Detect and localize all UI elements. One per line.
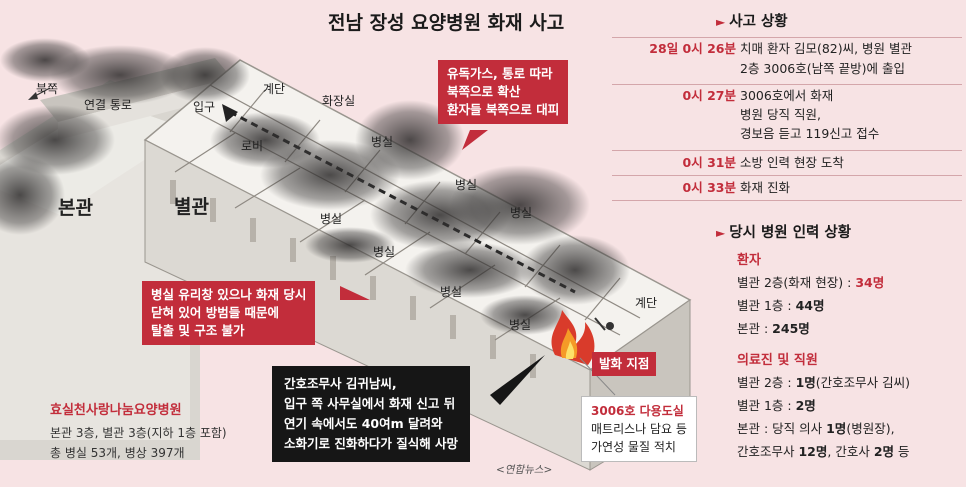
stat-value: 1명 — [826, 421, 847, 436]
window-callout-line: 탈출 및 구조 불가 — [151, 323, 245, 338]
fire-point-label: 발화 지점 — [592, 352, 657, 376]
timeline-desc: 병원 당직 직원, — [740, 107, 821, 122]
nurse-callout-line: 입구 쪽 사무실에서 화재 신고 뒤 — [284, 396, 456, 411]
medical-stat: 간호조무사 12명, 간호사 2명 등 — [737, 441, 910, 460]
timeline-time: 0시 31분 — [682, 155, 736, 170]
timeline-desc: 소방 인력 현장 도착 — [740, 155, 844, 170]
gas-callout-line: 환자들 북쪽으로 대피 — [447, 102, 560, 117]
stairs-right-label: 계단 — [635, 296, 658, 310]
source-credit: <연합뉴스> — [496, 464, 553, 476]
ward-label: 병실 — [320, 212, 343, 226]
patients-stat: 별관 2층(화재 현장) : 34명 — [737, 272, 884, 291]
hospital-name: 효실천사랑나눔요양병원 — [50, 403, 182, 418]
timeline-row: 0시 27분 3006호에서 화재 병원 당직 직원, 경보음 듣고 119신고… — [612, 87, 962, 147]
timeline-row: 28일 0시 26분 치매 환자 김모(82)씨, 병원 별관 2층 3006호… — [612, 40, 962, 80]
stat-label: 별관 1층 : — [737, 398, 796, 413]
ward-label: 병실 — [440, 285, 463, 299]
gas-callout-line: 유독가스, 통로 따라 — [447, 66, 553, 81]
stat-value: 2명 — [873, 444, 895, 459]
ward-label: 병실 — [373, 245, 396, 259]
lobby-label: 로비 — [241, 139, 264, 153]
timeline-row: 0시 31분 소방 인력 현장 도착 — [612, 154, 962, 174]
divider — [612, 84, 962, 85]
stat-label: 별관 2층 : — [737, 375, 796, 390]
chevron-right-icon: ► — [716, 226, 726, 240]
nurse-callout-line: 간호조무사 김귀남씨, — [284, 376, 397, 391]
room-3006-line: 가연성 물질 적치 — [591, 440, 676, 454]
divider — [612, 200, 962, 201]
window-callout: 병실 유리창 있으나 화재 당시 닫혀 있어 방범들 때문에 탈출 및 구조 불… — [142, 281, 316, 345]
window-callout-line: 병실 유리창 있으나 화재 당시 — [151, 287, 307, 302]
timeline-time: 28일 0시 26분 — [649, 41, 736, 56]
patients-stat: 별관 1층 : 44명 — [737, 295, 825, 314]
medical-stat: 별관 2층 : 1명(간호조무사 김씨) — [737, 372, 910, 391]
divider — [612, 37, 962, 38]
timeline-desc: 치매 환자 김모(82)씨, 병원 별관 — [740, 41, 913, 56]
gas-callout: 유독가스, 통로 따라 북쪽으로 확산 환자들 북쪽으로 대피 — [438, 60, 569, 124]
staffing-heading: ►당시 병원 인력 상황 — [716, 221, 851, 242]
timeline-desc: 3006호에서 화재 — [740, 88, 834, 103]
nurse-callout-line: 연기 속에서도 40여m 달려와 — [284, 416, 443, 431]
stat-value: 1명 — [795, 375, 816, 390]
divider — [612, 175, 962, 176]
medical-stat: 본관 : 당직 의사 1명(병원장), — [737, 418, 895, 437]
hospital-info-line: 총 병실 53개, 병상 397개 — [50, 446, 185, 460]
stat-value: 12명 — [798, 444, 828, 459]
timeline-heading: ►사고 상황 — [716, 10, 788, 31]
medical-stat: 별관 1층 : 2명 — [737, 395, 816, 414]
stat-value: 245명 — [772, 321, 810, 336]
hospital-info-line: 본관 3층, 별관 3층(지하 1층 포함) — [50, 426, 227, 440]
restroom-label: 화장실 — [322, 94, 356, 108]
patients-stat: 본관 : 245명 — [737, 318, 810, 337]
gas-callout-line: 북쪽으로 확산 — [447, 84, 521, 99]
stat-label: 본관 : 당직 의사 — [737, 421, 827, 436]
room-3006-callout: 3006호 다용도실 매트리스나 담요 등 가연성 물질 적치 — [581, 396, 697, 462]
patients-heading: 환자 — [737, 253, 761, 268]
stat-suffix: (간호조무사 김씨) — [815, 375, 911, 390]
page-title: 전남 장성 요양병원 화재 사고 — [328, 12, 565, 34]
timeline-desc: 화재 진화 — [740, 180, 790, 195]
room-3006-line: 매트리스나 담요 등 — [591, 422, 687, 436]
medical-heading: 의료진 및 직원 — [737, 353, 818, 368]
ward-label: 병실 — [371, 135, 394, 149]
timeline-row: 0시 33분 화재 진화 — [612, 179, 962, 199]
ward-label: 병실 — [455, 178, 478, 192]
annex-building-label: 별관 — [174, 196, 209, 218]
fire-icon — [551, 310, 614, 365]
stairs-top-label: 계단 — [263, 82, 286, 96]
main-building-label: 본관 — [58, 197, 93, 219]
staffing-heading-text: 당시 병원 인력 상황 — [729, 225, 852, 241]
stat-value: 44명 — [795, 298, 825, 313]
stat-suffix: (병원장), — [846, 421, 895, 436]
ward-label: 병실 — [509, 318, 532, 332]
stat-label: 별관 1층 : — [737, 298, 796, 313]
stat-label: 별관 2층(화재 현장) : — [737, 275, 856, 290]
entrance-label: 입구 — [193, 100, 216, 114]
timeline-desc: 경보음 듣고 119신고 접수 — [740, 126, 880, 141]
stat-label: 간호조무사 — [737, 444, 799, 459]
north-label: 북쪽 — [36, 82, 59, 96]
nurse-callout-line: 소화기로 진화하다가 질식해 사망 — [284, 436, 459, 451]
stat-suffix: , 간호사 — [827, 444, 874, 459]
room-3006-title: 3006호 다용도실 — [591, 404, 684, 418]
stat-label: 본관 : — [737, 321, 773, 336]
stat-value: 2명 — [795, 398, 816, 413]
ward-label: 병실 — [510, 206, 533, 220]
timeline-heading-text: 사고 상황 — [729, 14, 788, 30]
window-callout-line: 닫혀 있어 방범들 때문에 — [151, 305, 280, 320]
timeline-desc: 2층 3006호(남쪽 끝방)에 출입 — [740, 61, 905, 76]
divider — [612, 150, 962, 151]
corridor-label: 연결 통로 — [84, 98, 132, 112]
stat-value: 34명 — [855, 275, 885, 290]
chevron-right-icon: ► — [716, 15, 726, 29]
north-arrow-icon — [28, 87, 51, 100]
nurse-callout: 간호조무사 김귀남씨, 입구 쪽 사무실에서 화재 신고 뒤 연기 속에서도 4… — [272, 366, 471, 462]
smoke-clouds — [0, 38, 630, 335]
timeline-time: 0시 27분 — [682, 88, 736, 103]
stat-suffix: 등 — [894, 444, 910, 459]
timeline-time: 0시 33분 — [682, 180, 736, 195]
